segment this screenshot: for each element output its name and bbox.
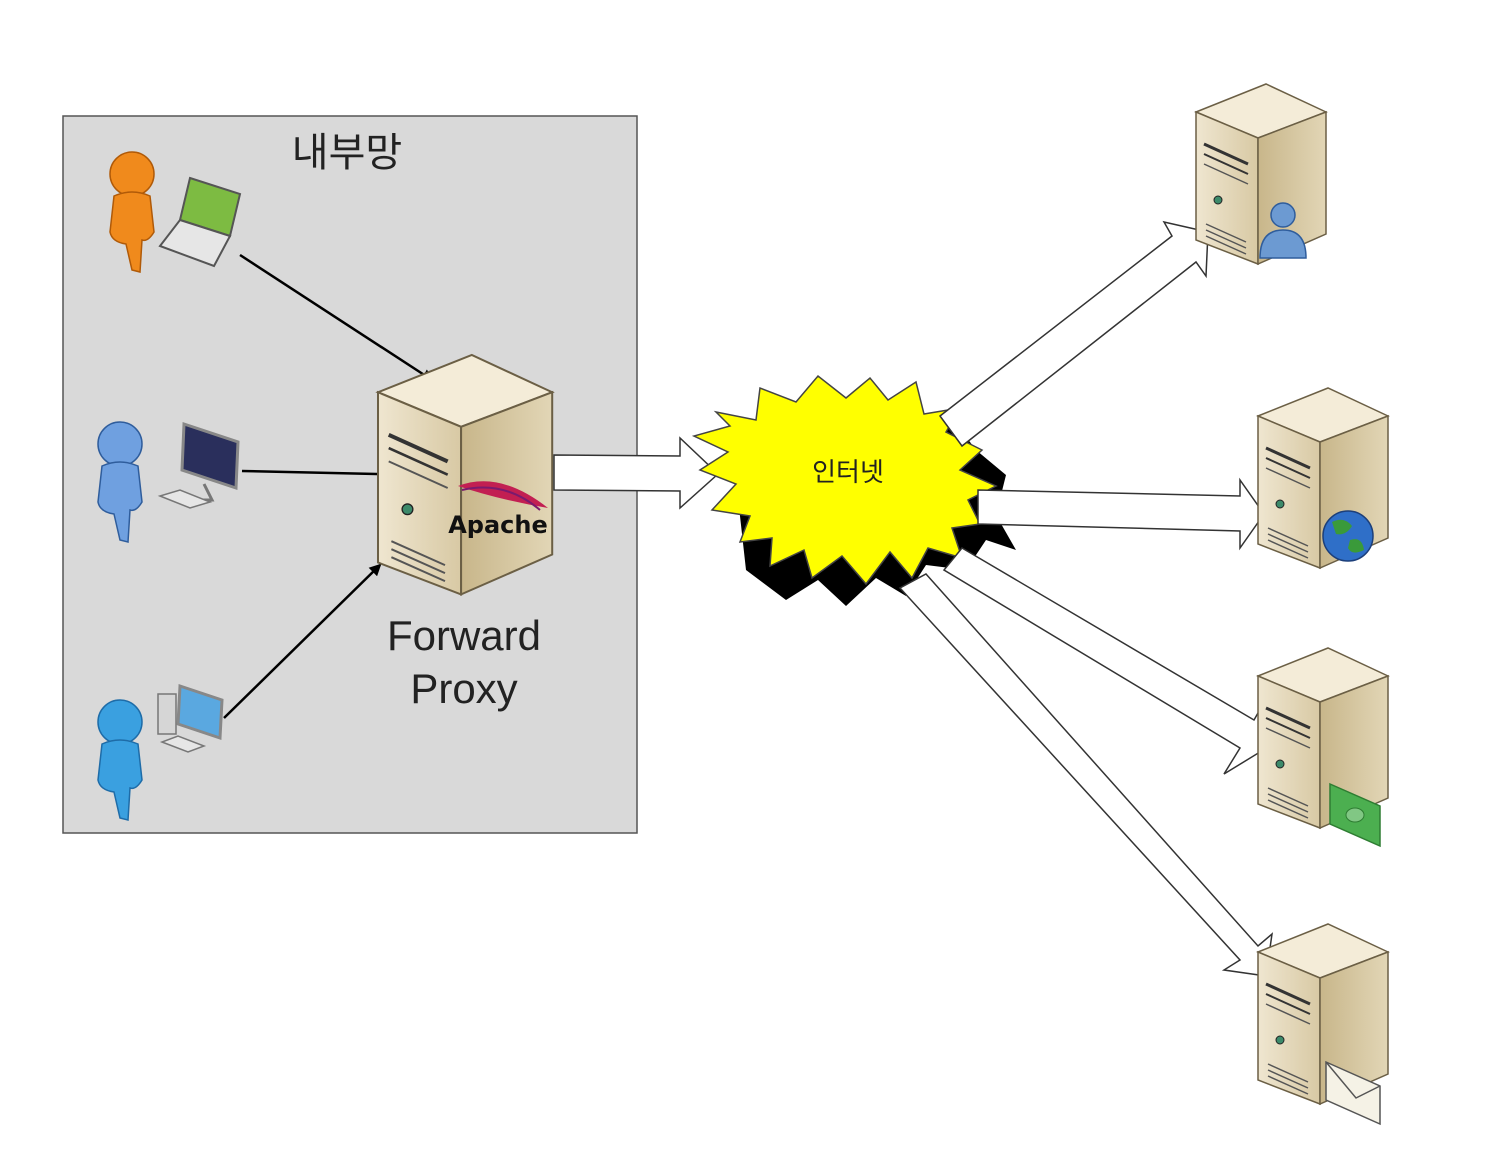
client-orange (109, 151, 242, 273)
server-money (1256, 646, 1390, 848)
arrow-internet-server-web (977, 477, 1265, 551)
internet-burst (691, 374, 1016, 606)
internet-label: 인터넷 (812, 458, 884, 488)
arrow-internet-server-money (942, 547, 1263, 775)
arrow-proxy-internet (553, 436, 720, 510)
globe-icon (1322, 510, 1374, 562)
apache-feather-icon (458, 481, 548, 511)
arrow-client-orange (239, 253, 434, 382)
server-user (1194, 82, 1328, 266)
server-mail (1256, 922, 1390, 1126)
proxy-label-line1: Forward (387, 612, 541, 659)
client-blue-1 (97, 421, 240, 543)
arrow-internet-server-user (938, 220, 1209, 448)
arrow-client-blue-2 (223, 563, 382, 719)
server-icon (1256, 922, 1390, 1106)
desktop-icon (157, 683, 224, 753)
user-icon (1259, 202, 1307, 259)
mail-icon (1325, 1060, 1381, 1126)
proxy-badge: Apache (448, 511, 548, 539)
money-icon (1329, 782, 1381, 848)
laptop-icon (158, 176, 242, 268)
server-web (1256, 386, 1390, 570)
proxy-server-icon (378, 355, 552, 594)
proxy-label-line2: Proxy (410, 665, 517, 712)
desktop-icon (157, 421, 240, 509)
client-blue-2 (97, 683, 224, 821)
intranet-label: 내부망 (292, 130, 402, 176)
arrow-internet-server-mail (898, 573, 1274, 977)
server-icon (1194, 82, 1328, 266)
